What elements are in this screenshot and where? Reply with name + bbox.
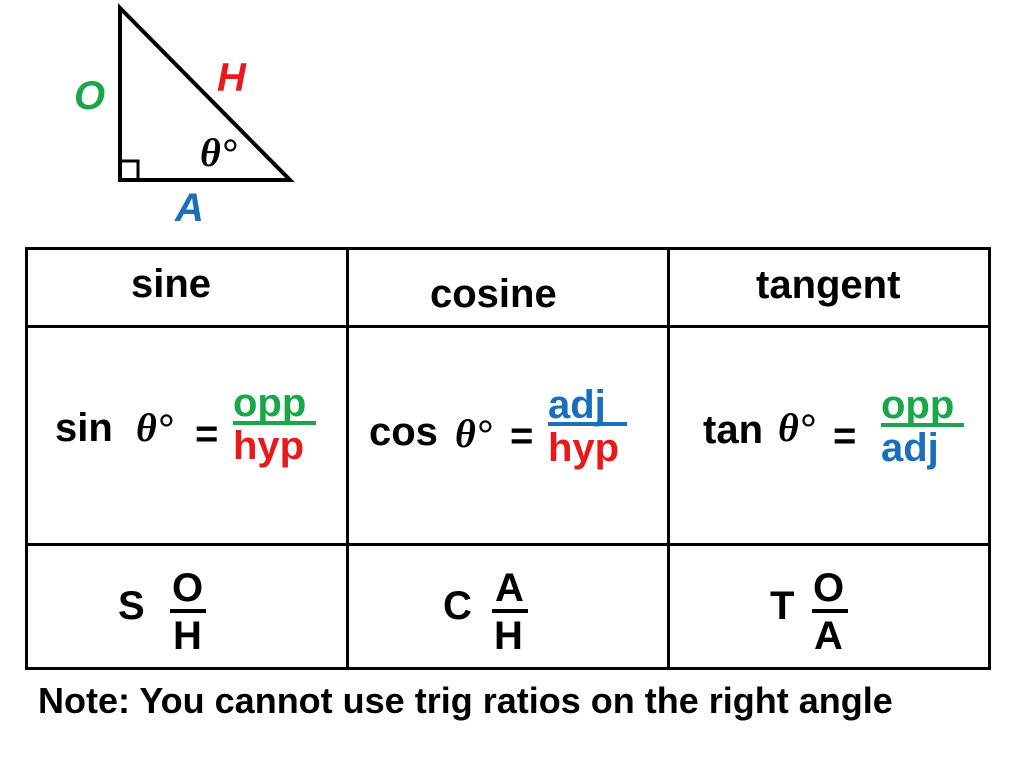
note-text: Note: You cannot use trig ratios on the … [38, 680, 893, 721]
mnemonic-denominator: H [173, 614, 202, 658]
sin-function: sin [55, 406, 113, 450]
mnemonic-letter-t: T [770, 584, 795, 628]
tangent-fraction-bar [881, 423, 964, 427]
theta-symbol: θ° [455, 411, 492, 456]
right-triangle [118, 3, 295, 182]
hypotenuse-label: H [217, 56, 246, 100]
header-cell-sine: sine [25, 247, 349, 328]
opposite-label: O [74, 74, 106, 118]
equals-sign: = [510, 414, 534, 458]
definition-cell-sine: sin θ° = opp hyp [25, 325, 349, 546]
right-angle-marker [118, 159, 140, 182]
definition-row: sin θ° = opp hyp cos θ° = adj hyp tan θ°… [25, 325, 991, 546]
mnemonic-letter-c: C [443, 584, 472, 628]
mnemonic-numerator: O [813, 566, 845, 610]
mnemonic-row: S O H C A H T O A [25, 543, 991, 670]
mnemonic-cell-sine: S O H [25, 543, 349, 670]
cosine-numerator: adj [548, 383, 606, 427]
tangent-numerator: opp [881, 383, 955, 427]
mnemonic-letter-s: S [118, 584, 145, 628]
sine-fraction-bar [233, 421, 316, 425]
sine-denominator: hyp [233, 424, 305, 468]
sine-numerator: opp [233, 381, 307, 425]
angle-label: θ° [200, 130, 237, 175]
header-sine: sine [131, 262, 212, 306]
trig-ratios-table: sine cosine tangent sin θ° = opp hyp cos… [25, 247, 991, 670]
theta-symbol: θ° [778, 405, 815, 450]
equals-sign: = [833, 414, 857, 458]
mnemonic-cell-cosine: C A H [346, 543, 670, 670]
header-row: sine cosine tangent [25, 247, 991, 328]
theta-symbol: θ° [136, 405, 173, 450]
tan-function: tan [703, 408, 763, 452]
tangent-denominator: adj [881, 426, 939, 470]
cos-function: cos [369, 410, 438, 454]
header-tangent: tangent [756, 263, 901, 307]
mnemonic-fraction-bar [170, 609, 206, 613]
mnemonic-cell-tangent: T O A [667, 543, 991, 670]
definition-cell-tangent: tan θ° = opp adj [667, 325, 991, 546]
mnemonic-fraction-bar [812, 609, 848, 613]
mnemonic-numerator: A [495, 566, 524, 610]
triangle-outline [118, 3, 295, 182]
header-cell-cosine: cosine [346, 247, 670, 328]
mnemonic-numerator: O [172, 566, 204, 610]
definition-cell-cosine: cos θ° = adj hyp [346, 325, 670, 546]
header-cosine: cosine [430, 272, 557, 316]
mnemonic-fraction-bar [492, 609, 528, 613]
mnemonic-denominator: H [494, 614, 523, 658]
mnemonic-denominator: A [814, 614, 843, 658]
adjacent-label: A [175, 186, 204, 230]
cosine-denominator: hyp [548, 426, 620, 470]
header-cell-tangent: tangent [667, 247, 991, 328]
cosine-fraction-bar [548, 422, 627, 426]
equals-sign: = [195, 412, 219, 456]
